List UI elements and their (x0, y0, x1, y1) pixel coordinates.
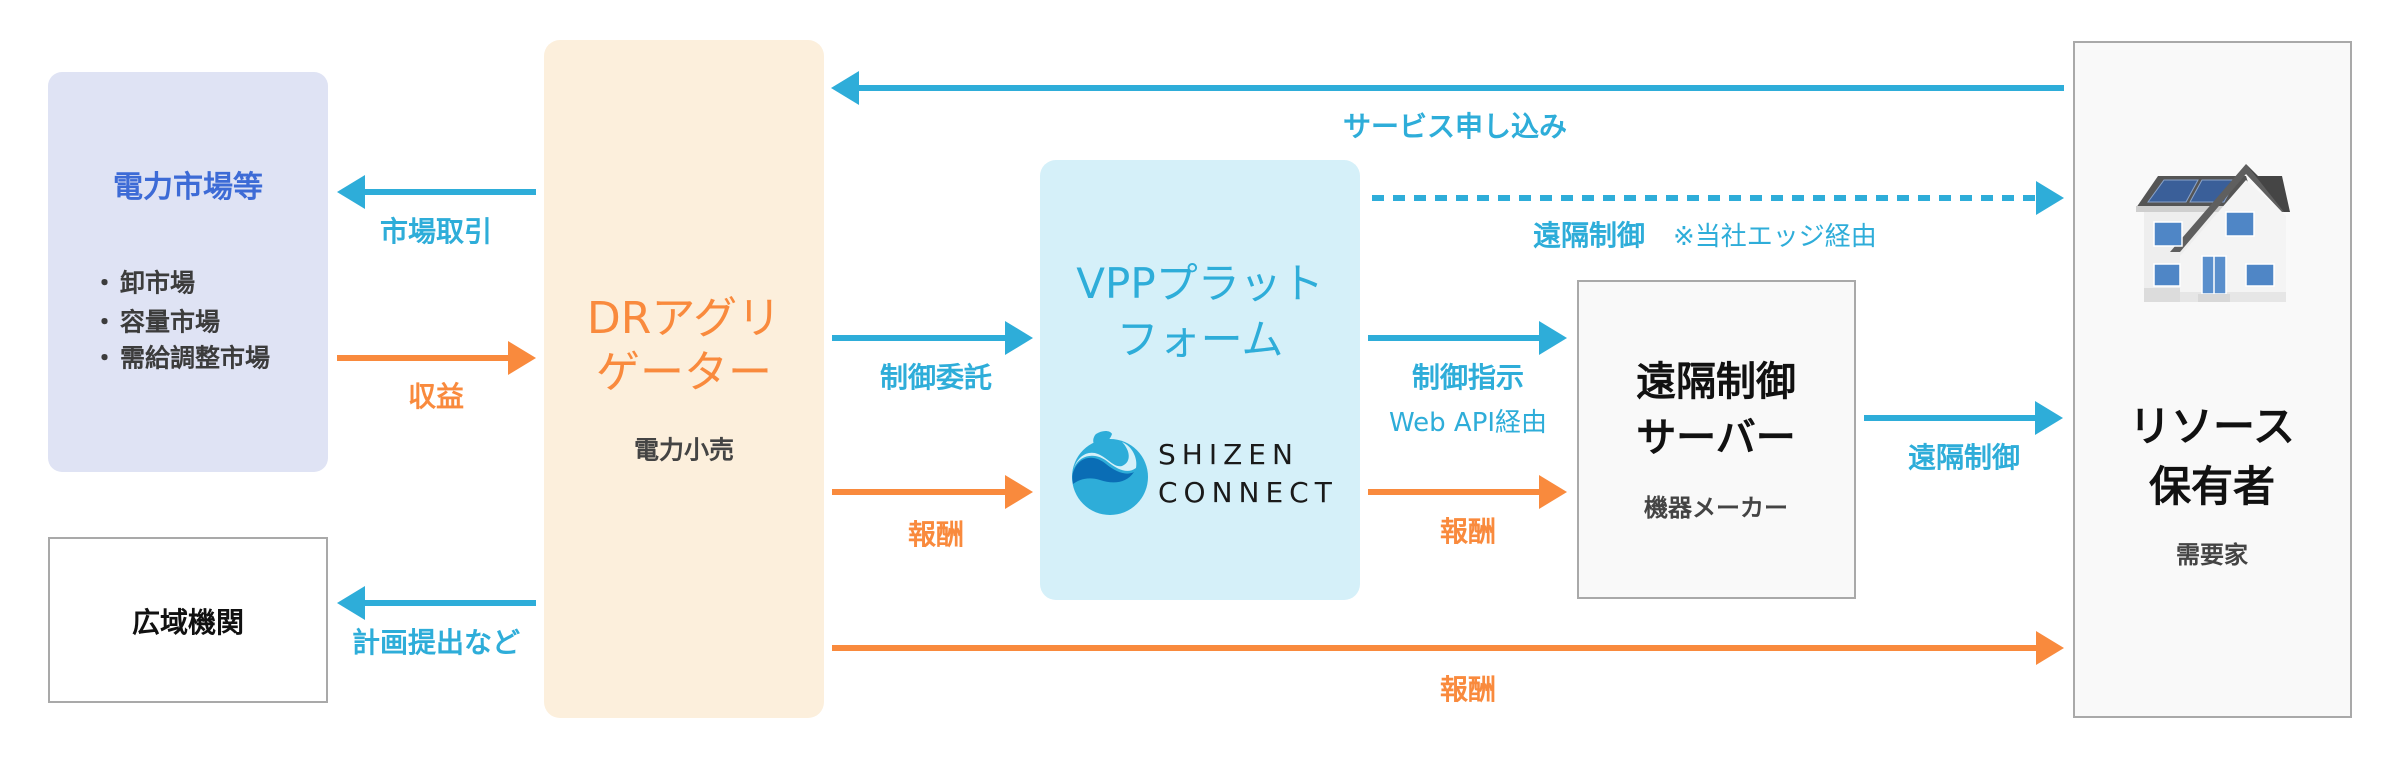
arrow-head-icon (831, 71, 859, 105)
arrow-reward-dr-owner (832, 631, 2064, 665)
edge-label-control-instruction: 制御指示 (1411, 361, 1525, 394)
occto-box (48, 537, 328, 703)
electricity-market-box (48, 72, 328, 472)
market-list-item: ・需給調整市場 (92, 346, 270, 371)
arrow-head-icon (1005, 321, 1033, 355)
bullet-icon: ・ (92, 343, 118, 373)
arrow-reward-vpp-server (1368, 475, 1567, 509)
logo-text-line2: CONNECT (1158, 476, 1338, 509)
remote-control-server-subtitle: 機器メーカー (1644, 494, 1788, 522)
vpp-platform-title: VPPプラット フォーム (1076, 256, 1323, 368)
house-with-solar-panels-icon (2136, 164, 2290, 302)
edge-label-service-application: サービス申し込み (1342, 110, 1568, 143)
arrow-service-application (831, 71, 2064, 105)
owner-title-line1: リソース (2129, 402, 2295, 451)
edge-label-control-delegation: 制御委託 (879, 361, 993, 394)
owner-title-line2: 保有者 (2148, 462, 2275, 511)
dr-aggregator-subtitle: 電力小売 (633, 435, 735, 465)
edge-label-plan-submission: 計画提出など (351, 626, 521, 659)
arrow-plan-submission (337, 586, 536, 620)
resource-owner-title: リソース 保有者 (2129, 397, 2295, 517)
arrow-control-instruction (1368, 321, 1567, 355)
edge-label-reward-dr-vpp: 報酬 (907, 518, 965, 551)
dr-aggregator-box (544, 40, 824, 718)
arrow-head-icon (337, 586, 365, 620)
edge-label-remote-control-edge: 遠隔制御 (1533, 219, 1646, 252)
dr-title-line2: ゲーター (595, 347, 772, 398)
logo-text-line1: SHIZEN (1158, 438, 1299, 471)
dr-title-line1: DRアグリ (586, 293, 782, 344)
arrow-head-icon (508, 341, 536, 375)
edge-note-control-instruction: Web API経由 (1388, 408, 1548, 438)
server-title-line1: 遠隔制御 (1636, 359, 1796, 405)
market-list-item: ・容量市場 (92, 310, 220, 335)
market-list-item: ・卸市場 (92, 271, 195, 296)
arrow-head-icon (2035, 401, 2063, 435)
server-title-line2: サーバー (1636, 415, 1796, 461)
electricity-market-title: 電力市場等 (113, 170, 263, 205)
market-item-label: 需給調整市場 (120, 343, 271, 373)
edge-label-reward-dr-owner: 報酬 (1439, 673, 1497, 706)
shizen-connect-logo-text: SHIZEN CONNECT (1158, 436, 1338, 512)
edge-label-reward-vpp-server: 報酬 (1439, 515, 1497, 548)
dr-aggregator-title: DRアグリ ゲーター (587, 292, 781, 400)
arrow-head-icon (1539, 321, 1567, 355)
arrow-market-trade (337, 175, 536, 209)
edge-label-market-trade: 市場取引 (379, 215, 493, 248)
occto-label: 広域機関 (131, 606, 245, 639)
resource-owner-subtitle: 需要家 (2176, 541, 2248, 569)
vpp-platform-box (1040, 160, 1360, 600)
arrow-head-icon (337, 175, 365, 209)
edge-label-revenue: 収益 (407, 380, 465, 413)
shizen-connect-logo-icon (1072, 431, 1148, 515)
market-item-label: 卸市場 (120, 268, 196, 298)
edge-label-remote-control-server: 遠隔制御 (1907, 441, 2021, 474)
vpp-title-line2: フォーム (1116, 315, 1284, 364)
arrow-revenue (337, 341, 536, 375)
arrow-reward-dr-vpp (832, 475, 1033, 509)
edge-note-remote-control-edge: ※当社エッジ経由 (1673, 222, 1877, 252)
resource-owner-box (2073, 41, 2352, 718)
arrow-remote-control-server (1864, 401, 2063, 435)
vpp-title-line1: VPPプラット (1076, 259, 1324, 308)
remote-control-server-box (1577, 280, 1856, 599)
market-item-label: 容量市場 (120, 307, 221, 337)
arrow-head-icon (2036, 631, 2064, 665)
arrow-remote-control-edge (1372, 181, 2064, 215)
bullet-icon: ・ (92, 307, 118, 337)
arrow-head-icon (1005, 475, 1033, 509)
remote-control-server-title: 遠隔制御 サーバー (1636, 354, 1796, 466)
arrow-head-icon (1539, 475, 1567, 509)
bullet-icon: ・ (92, 268, 118, 298)
arrow-control-delegation (832, 321, 1033, 355)
arrow-head-icon (2036, 181, 2064, 215)
